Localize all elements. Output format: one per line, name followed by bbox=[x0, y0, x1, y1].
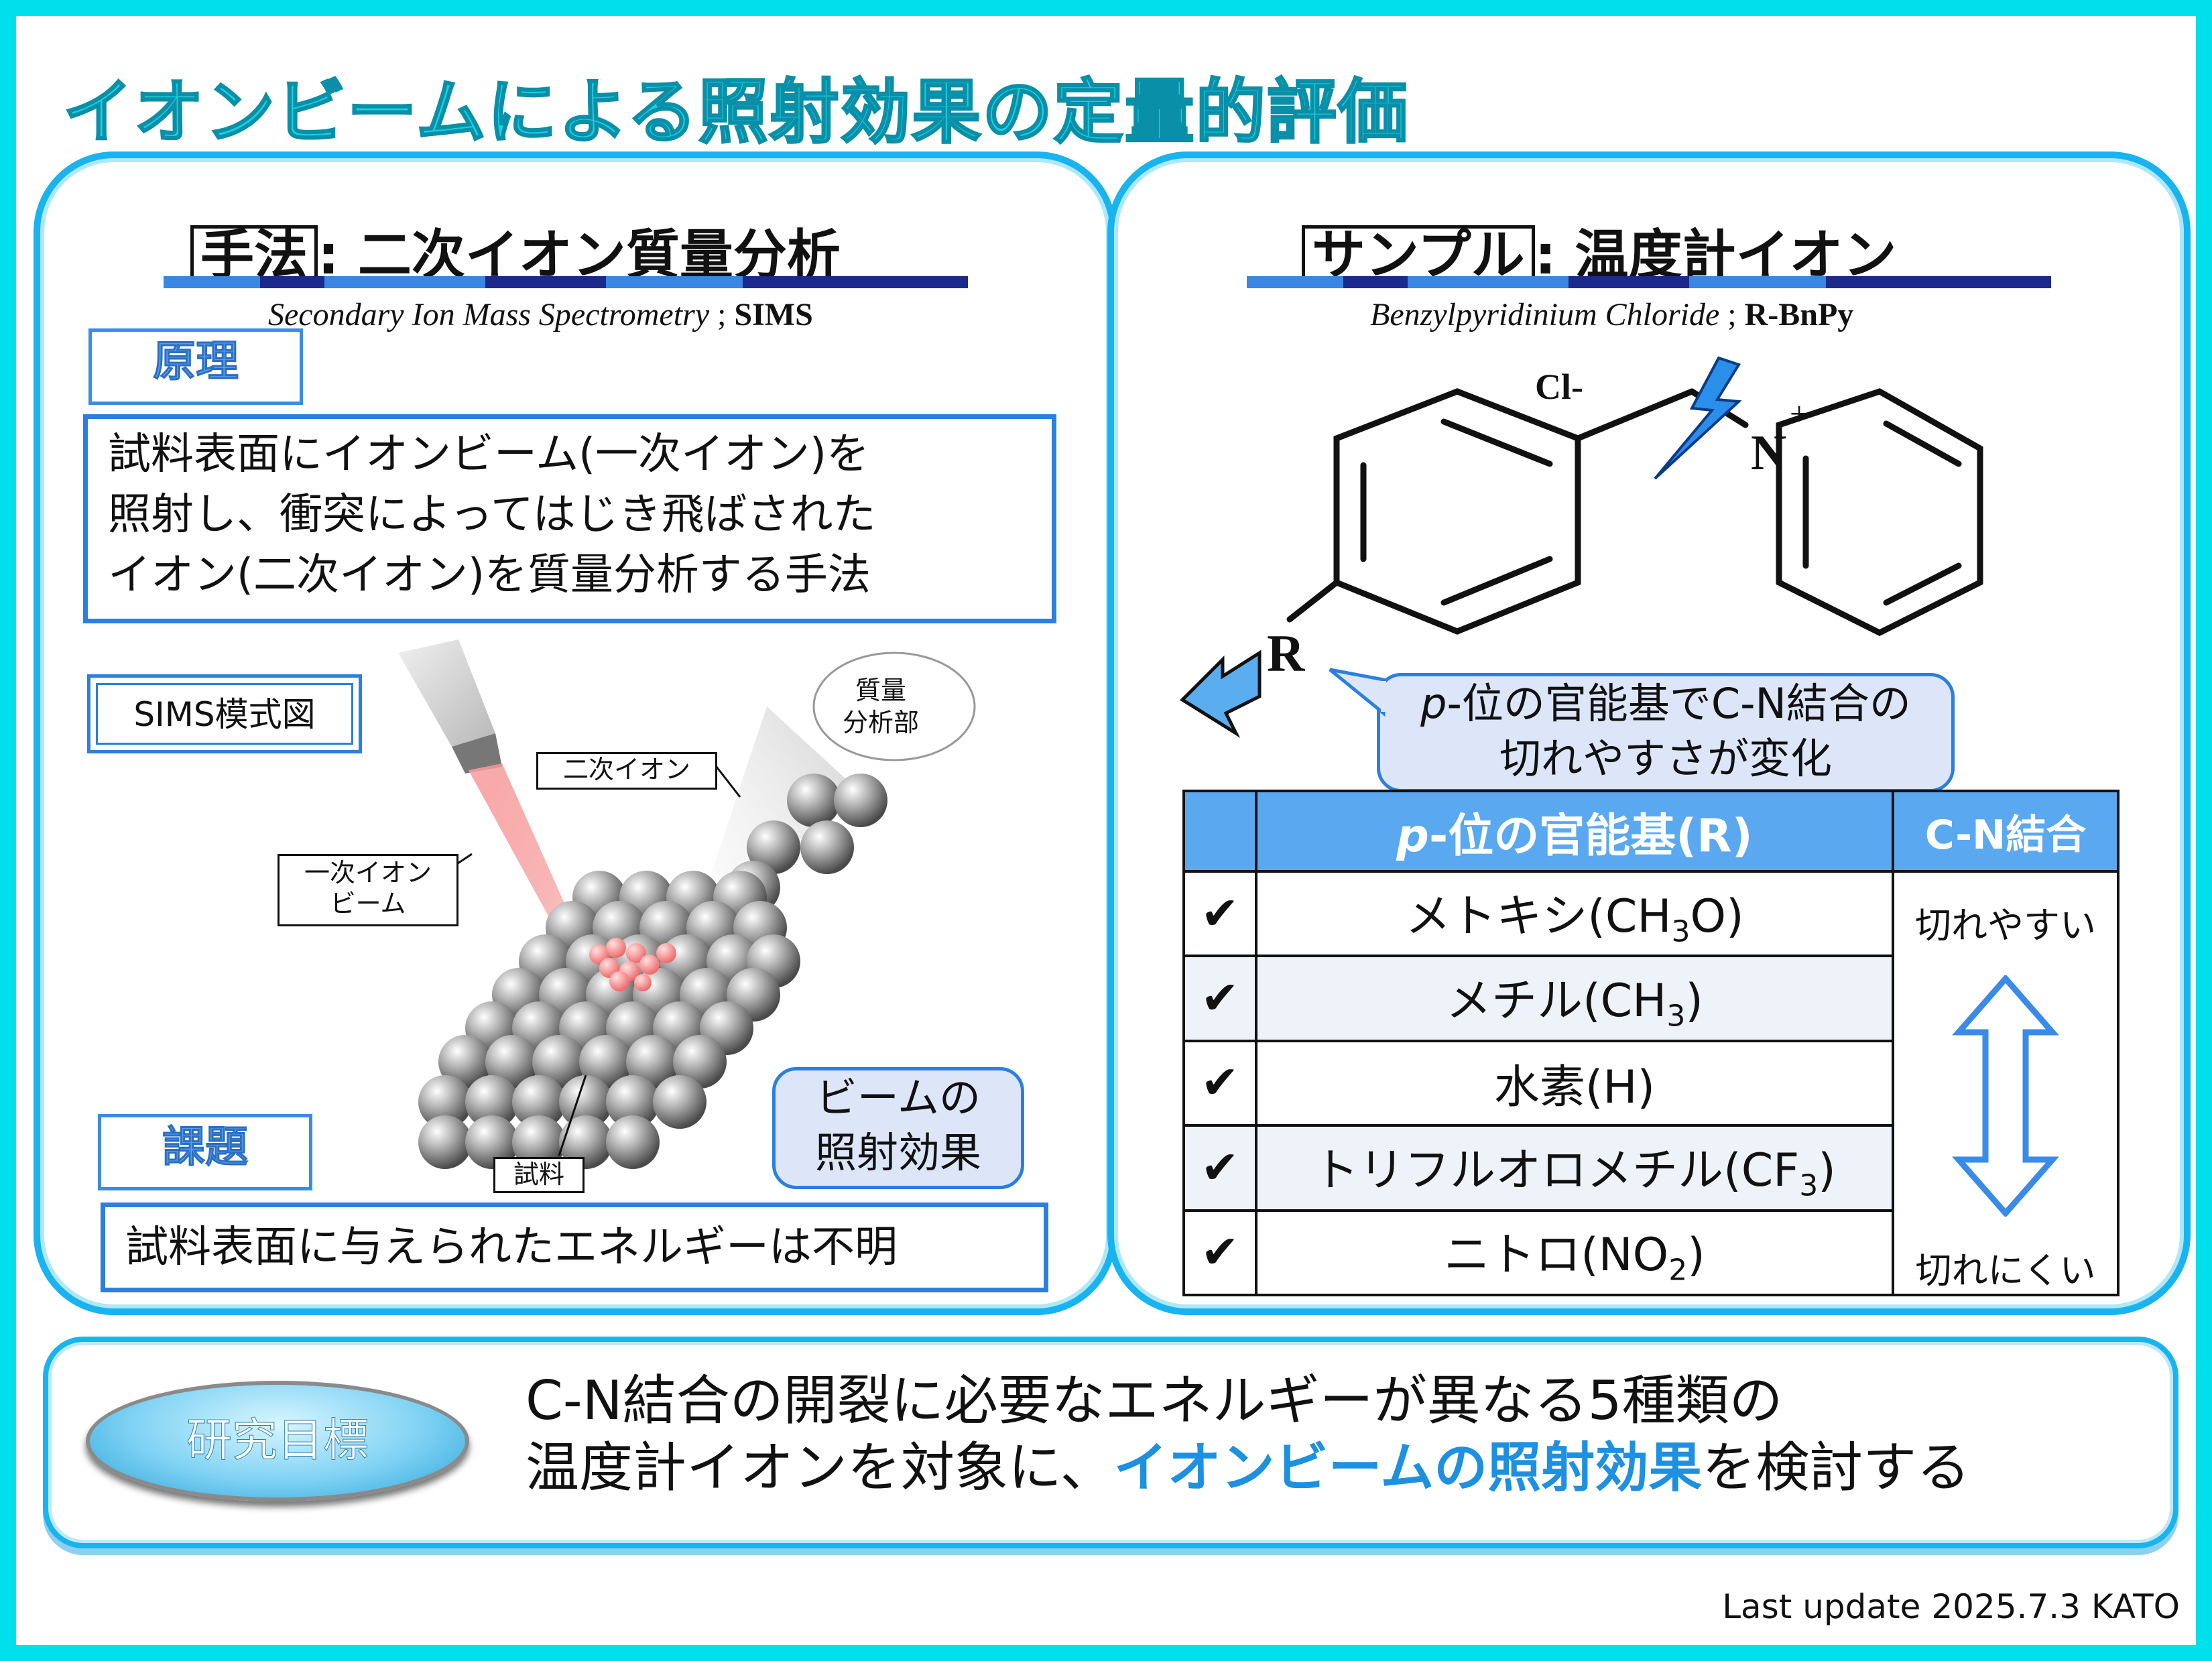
r-group-label: R bbox=[1267, 624, 1305, 682]
table-row: ✔ メトキシ(CH3O) 切れやすい 切れにくい bbox=[1182, 869, 2119, 1296]
sims-caption-box: SIMS模式図 bbox=[87, 674, 362, 753]
pointer-arrow-icon bbox=[1180, 650, 1262, 738]
goal-highlight: イオンビームの照射効果 bbox=[1113, 1436, 1703, 1499]
sample-lattice bbox=[418, 871, 800, 1169]
para-bubble-line-2: 切れやすさが変化 bbox=[1499, 734, 1832, 783]
principle-text-box: 試料表面にイオンビーム(一次イオン)を 照射し、衝突によってはじき飛ばされた イ… bbox=[83, 414, 1056, 623]
table-header-group: p-位の官能基(R) bbox=[1255, 790, 1894, 873]
check-icon: ✔ bbox=[1182, 869, 1257, 958]
principle-label: 原理 bbox=[88, 328, 303, 405]
beam-effect-line-2: 照射効果 bbox=[814, 1128, 981, 1177]
principle-line-1: 試料表面にイオンビーム(一次イオン)を bbox=[108, 430, 870, 479]
molecule-structure bbox=[1180, 356, 1983, 738]
check-icon: ✔ bbox=[1182, 1209, 1257, 1297]
method-heading-underline bbox=[164, 276, 968, 288]
table-header-rest: -位の官能基(R) bbox=[1428, 809, 1753, 863]
analyzer-label-1: 質量 bbox=[855, 676, 906, 705]
cn-bond-scale: 切れやすい 切れにくい bbox=[1892, 870, 2119, 1296]
check-icon: ✔ bbox=[1182, 955, 1257, 1042]
goal-pill: 研究目標 bbox=[86, 1381, 469, 1501]
method-subtitle-abbr: SIMS bbox=[734, 297, 813, 332]
analyzer-outline bbox=[812, 652, 976, 761]
beam-effect-line-1: ビームの bbox=[815, 1073, 981, 1122]
chloride-label: Cl- bbox=[1535, 367, 1583, 407]
group-cell: メチル(CH3) bbox=[1255, 955, 1894, 1042]
sample-subtitle-name: Benzylpyridinium Chloride bbox=[1370, 297, 1720, 332]
table-row: ✔ 水素(H) bbox=[1182, 1039, 2118, 1127]
page-title: イオンビームによる照射効果の定量的評価 bbox=[62, 70, 1409, 154]
bubble-pointer bbox=[1329, 668, 1386, 717]
primary-ion-callout: 一次イオン ビーム bbox=[278, 854, 458, 926]
sample-subtitle: Benzylpyridinium Chloride ; R-BnPy bbox=[1370, 296, 1853, 333]
secondary-leader bbox=[715, 766, 741, 798]
method-subtitle-name: Secondary Ion Mass Spectrometry bbox=[268, 297, 710, 332]
sample-heading: サンプル: 温度計イオン bbox=[1302, 212, 1896, 290]
last-update-footer: Last update 2025.7.3 KATO bbox=[1722, 1587, 2180, 1626]
check-icon: ✔ bbox=[1182, 1039, 1257, 1127]
secondary-ion-callout: 二次イオン bbox=[536, 752, 717, 790]
para-position-bubble: p-位の官能基でC-N結合の 切れやすさが変化 bbox=[1377, 673, 1955, 792]
analyzer-label-2: 分析部 bbox=[842, 708, 919, 737]
group-cell: トリフルオロメチル(CF3) bbox=[1255, 1124, 1894, 1212]
sample-subtitle-abbr: R-BnPy bbox=[1744, 297, 1854, 332]
sample-heading-text: : 温度計イオン bbox=[1534, 224, 1897, 286]
cleavage-bolt-icon bbox=[1654, 356, 1742, 480]
issue-label: 課題 bbox=[98, 1114, 312, 1190]
sample-subtitle-sep: ; bbox=[1719, 297, 1745, 332]
charge-label: + bbox=[1790, 395, 1809, 432]
double-arrow-icon bbox=[1952, 975, 2059, 1217]
para-bubble-rest: -位の官能基でC-N結合の bbox=[1447, 679, 1911, 728]
method-subtitle-sep: ; bbox=[709, 297, 735, 332]
method-heading-text: : 二次イオン質量分析 bbox=[318, 224, 841, 286]
principle-line-3: イオン(二次イオン)を質量分析する手法 bbox=[108, 550, 871, 600]
table-header-cn: C-N結合 bbox=[1892, 790, 2119, 873]
impact-particles bbox=[589, 938, 676, 991]
ion-gun bbox=[398, 639, 495, 747]
para-bubble-italic: p bbox=[1420, 679, 1447, 728]
slide: イオンビームによる照射効果の定量的評価 手法: 二次イオン質量分析 Second… bbox=[16, 16, 2196, 1645]
group-cell: ニトロ(NO2) bbox=[1255, 1209, 1894, 1297]
sample-heading-underline bbox=[1247, 276, 2051, 288]
hard-label: 切れにくい bbox=[1915, 1249, 2096, 1292]
r-bond bbox=[1286, 579, 1340, 623]
goal-text: C-N結合の開裂に必要なエネルギーが異なる5種類の 温度計イオンを対象に、イオン… bbox=[526, 1367, 1970, 1501]
table-header-check bbox=[1182, 790, 1257, 873]
primary-ion-callout-2: ビーム bbox=[330, 889, 406, 918]
goal-line-2: 温度計イオンを対象に、イオンビームの照射効果を検討する bbox=[526, 1434, 1970, 1501]
table-header-row: p-位の官能基(R) C-N結合 bbox=[1182, 790, 2119, 873]
sims-diagram bbox=[398, 639, 976, 1169]
table-header-italic: p bbox=[1396, 809, 1429, 863]
goal-line-2-pre: 温度計イオンを対象に、 bbox=[526, 1436, 1114, 1499]
easy-label: 切れやすい bbox=[1915, 904, 2096, 946]
group-cell: 水素(H) bbox=[1255, 1039, 1894, 1127]
sims-caption-inner: SIMS模式図 bbox=[96, 683, 353, 745]
sample-callout: 試料 bbox=[493, 1157, 585, 1193]
ch2-bond bbox=[1575, 388, 1695, 442]
ion-gun-nozzle bbox=[452, 733, 502, 774]
principle-line-2: 照射し、衝突によってはじき飛ばされた bbox=[108, 490, 876, 540]
functional-group-table: p-位の官能基(R) C-N結合 ✔ メトキシ(CH3O) 切れやすい 切れにく… bbox=[1182, 790, 2119, 1297]
nitrogen-label: N bbox=[1751, 426, 1787, 481]
goal-line-1: C-N結合の開裂に必要なエネルギーが異なる5種類の bbox=[526, 1369, 1783, 1432]
pyridine-ring bbox=[1776, 388, 1983, 637]
primary-ion-callout-1: 一次イオン bbox=[304, 858, 432, 887]
table-row: ✔ ニトロ(NO2) bbox=[1182, 1209, 2118, 1297]
check-icon: ✔ bbox=[1182, 1124, 1257, 1212]
analyzer-label: 質量 分析部 bbox=[800, 674, 961, 739]
goal-line-2-post: を検討する bbox=[1702, 1436, 1971, 1499]
method-subtitle: Secondary Ion Mass Spectrometry ; SIMS bbox=[268, 296, 813, 333]
para-bubble-line-1: p-位の官能基でC-N結合の bbox=[1380, 676, 1951, 731]
issue-text-box: 試料表面に与えられたエネルギーは不明 bbox=[101, 1203, 1048, 1292]
beam-effect-bubble: ビームの 照射効果 bbox=[772, 1067, 1024, 1189]
group-cell: メトキシ(CH3O) bbox=[1255, 869, 1894, 958]
sample-leader bbox=[558, 1074, 587, 1156]
